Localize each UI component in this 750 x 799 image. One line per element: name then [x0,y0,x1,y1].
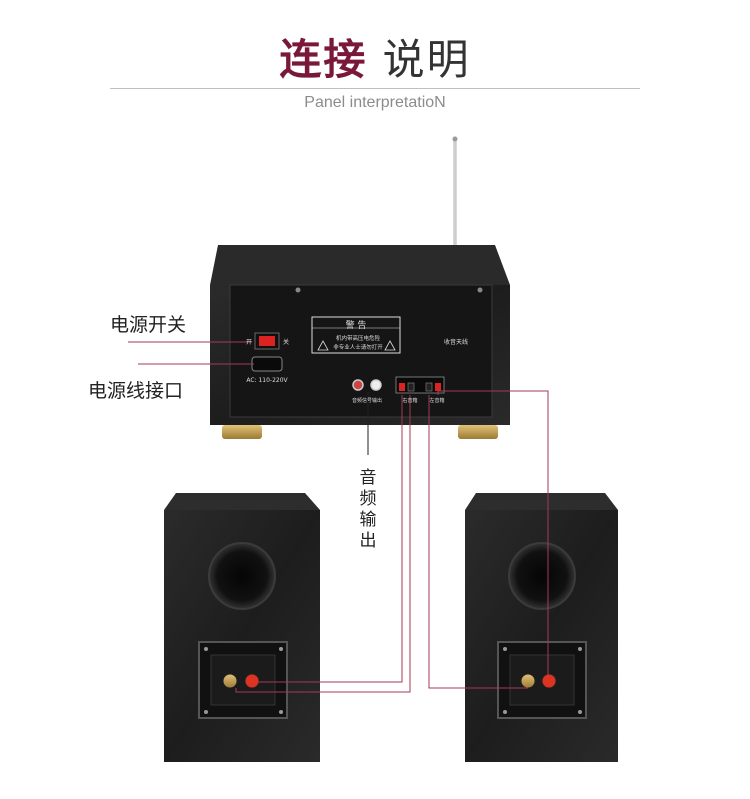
warning-line2: 非专业人士请勿打开 [333,343,383,351]
warning-line1: 机内带高压电危险 [336,334,381,342]
power-cord-callout: 电源线接口 [88,376,183,403]
switch-off-label: 关 [283,338,289,346]
audio-out-char: 出 [358,531,378,552]
right-speaker-panel-label: 右音箱 [402,397,417,404]
switch-on-label: 开 [246,339,252,346]
power-switch-callout: 电源开关 [110,310,186,337]
left-speaker-panel-label: 左音箱 [429,397,444,404]
audio-out-char: 频 [358,489,378,510]
audio-out-callout: 音 频 输 出 [358,468,378,552]
warning-title: 警 告 [346,319,367,331]
audio-out-panel-label: 音频信号输出 [352,397,382,404]
right-speaker [465,493,618,762]
audio-out-char: 输 [358,510,378,531]
ac-voltage-label: AC: 110-220V [246,377,288,384]
antenna-label: 收音天线 [444,338,468,346]
audio-out-char: 音 [358,468,378,489]
left-speaker [164,493,320,762]
